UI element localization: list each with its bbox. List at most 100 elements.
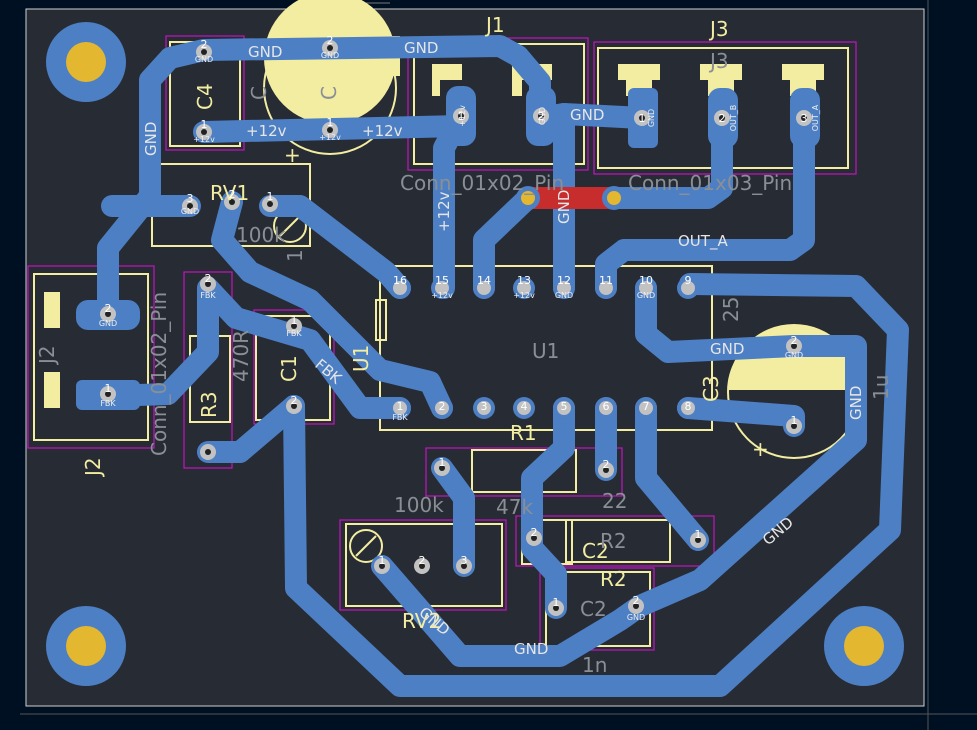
pinnum-c2-2: 2 bbox=[633, 594, 640, 607]
j2-ref: J2 bbox=[81, 457, 105, 478]
u1-pad-ring bbox=[557, 401, 571, 415]
pinnum-u1-3: 3 bbox=[481, 400, 488, 413]
pad-numbers: 2 1 2 1 1 2 1 2 3 2 1 3 2 1 2 1 2 1 2 2 … bbox=[105, 34, 808, 609]
j2-ref-fab: J2 bbox=[35, 345, 59, 366]
rv2-ref: RV2 bbox=[402, 609, 441, 633]
c4-ref: C4 bbox=[193, 83, 217, 110]
j1-pads bbox=[446, 86, 556, 146]
pinnum-u1-4: 4 bbox=[521, 400, 528, 413]
r3-value: 470R bbox=[229, 330, 253, 382]
pads bbox=[76, 40, 820, 616]
j2-silk bbox=[33, 273, 149, 441]
c3-plus: + bbox=[752, 437, 769, 461]
pinnum-j3-3: 3 bbox=[801, 112, 808, 125]
net-gnd-top-2: GND bbox=[404, 39, 438, 57]
pinnum-r1-2: 2 bbox=[603, 458, 610, 471]
net-gnd-j1j3: GND bbox=[570, 106, 604, 124]
trace-fbk bbox=[99, 277, 411, 419]
pad-j1-2: GND bbox=[538, 107, 547, 125]
pinnum-u1-8: 8 bbox=[685, 400, 692, 413]
j1-ref: J1 bbox=[484, 13, 505, 37]
pinnum-u1-2: 2 bbox=[439, 400, 446, 413]
pinnum-r1-1: 1 bbox=[439, 456, 446, 469]
pinnum-c3-1: 2 bbox=[791, 334, 798, 347]
u1-pads bbox=[389, 277, 699, 419]
pad-u1-1: FBK bbox=[392, 413, 408, 422]
pad-c1-1: FBK bbox=[286, 329, 302, 338]
trace-u14-via bbox=[473, 187, 539, 299]
u1-pad-ring bbox=[639, 401, 653, 415]
j3-pads bbox=[628, 88, 820, 148]
pad-c4-2: +12v bbox=[193, 135, 215, 144]
pad-j3-2: OUT_B bbox=[729, 105, 738, 132]
pad-j3-3: OUT_A bbox=[811, 104, 820, 131]
pinnum-u1-14: 14 bbox=[477, 274, 491, 287]
net-12v-2: +12v bbox=[362, 122, 403, 140]
trace-gnd-top bbox=[139, 35, 551, 207]
pinnum-cap-1: 2 bbox=[327, 34, 334, 47]
pinnum-c4-2: 1 bbox=[201, 118, 208, 131]
pinnum-u1-9: 9 bbox=[685, 274, 692, 287]
pad-c2-2: GND bbox=[627, 613, 645, 622]
pinnum-j2-2: 1 bbox=[105, 382, 112, 395]
courtyard-r2 bbox=[515, 515, 715, 567]
pinnum-rv1-1: 3 bbox=[187, 192, 194, 205]
pad-j1-1: +12v bbox=[458, 105, 467, 127]
trace-pin5 bbox=[521, 397, 575, 619]
courtyard-c4 bbox=[165, 35, 245, 151]
u1-pad-ring bbox=[681, 281, 695, 295]
pinnum-cap-2: 1 bbox=[327, 116, 334, 129]
trace-pin7-r2 bbox=[635, 397, 709, 551]
j3-ref-fab: J3 bbox=[708, 49, 729, 73]
pinnum-j1-1: 1 bbox=[458, 110, 465, 123]
c2-ref-fab: C2 bbox=[580, 597, 607, 621]
pinnum-j3-2: 2 bbox=[719, 112, 726, 125]
pinnum-u1-10: 10 bbox=[639, 274, 653, 287]
pinnum-c4-1: 2 bbox=[201, 38, 208, 51]
net-gnd-top: GND bbox=[248, 43, 282, 61]
pad-j2-2: FBK bbox=[100, 399, 116, 408]
pad-u1-12: GND bbox=[555, 291, 573, 300]
u1-pad-ring bbox=[599, 281, 613, 295]
pad-r3-1: FBK bbox=[200, 291, 216, 300]
pinnum-u1-13: 13 bbox=[517, 274, 531, 287]
r2-value: 22 bbox=[602, 489, 627, 513]
net-12v-vert: +12v bbox=[435, 191, 453, 232]
pinnum-j1-2: 2 bbox=[538, 110, 545, 123]
mounting-holes bbox=[46, 22, 904, 686]
pinnum-rv1-3: 1 bbox=[267, 190, 274, 203]
r2-ref: R2 bbox=[600, 567, 627, 591]
courtyard-j2 bbox=[27, 265, 155, 449]
trace-r1-rv2 bbox=[431, 457, 475, 577]
rv1-ref: RV1 bbox=[210, 181, 249, 205]
net-gnd-left: GND bbox=[142, 122, 160, 156]
pinnum-u1-15: 15 bbox=[435, 274, 449, 287]
copper-traces bbox=[97, 35, 909, 697]
j2-pads bbox=[76, 300, 140, 410]
cap-top-outline bbox=[263, 21, 397, 155]
pinnum-u1-6: 6 bbox=[603, 400, 610, 413]
u1-pad-ring bbox=[557, 281, 571, 295]
u1-pad-ring bbox=[393, 401, 407, 415]
pinnum-rv2-2: 2 bbox=[419, 554, 426, 567]
j3-value: Conn_01x03_Pin bbox=[628, 171, 792, 195]
u1-pad-ring bbox=[393, 281, 407, 295]
component-labels: J1 Conn_01x02_Pin J3 J3 Conn_01x03_Pin J… bbox=[35, 13, 893, 677]
u1-pad-ring bbox=[599, 401, 613, 415]
pinnum-u1-1: 1 bbox=[397, 400, 404, 413]
pinnum-u1-5: 5 bbox=[561, 400, 568, 413]
c4-pads bbox=[196, 44, 212, 140]
pinnum-u1-7: 7 bbox=[643, 400, 650, 413]
pinnum-rv1-2: 2 bbox=[229, 188, 236, 201]
net-12v-1: +12v bbox=[246, 122, 287, 140]
pad-u1-13: +12v bbox=[513, 291, 535, 300]
c2-value: 1n bbox=[582, 653, 607, 677]
pinnum-c1-1: 1 bbox=[291, 314, 298, 327]
c3-num: 25 bbox=[719, 297, 743, 322]
net-gnd-c3-vert: GND bbox=[847, 386, 865, 420]
c1-ref: C1 bbox=[277, 355, 301, 382]
net-out-a: OUT_A bbox=[678, 232, 728, 251]
u1-ref: U1 bbox=[349, 345, 373, 372]
pinnum-j2-1: 2 bbox=[105, 302, 112, 315]
